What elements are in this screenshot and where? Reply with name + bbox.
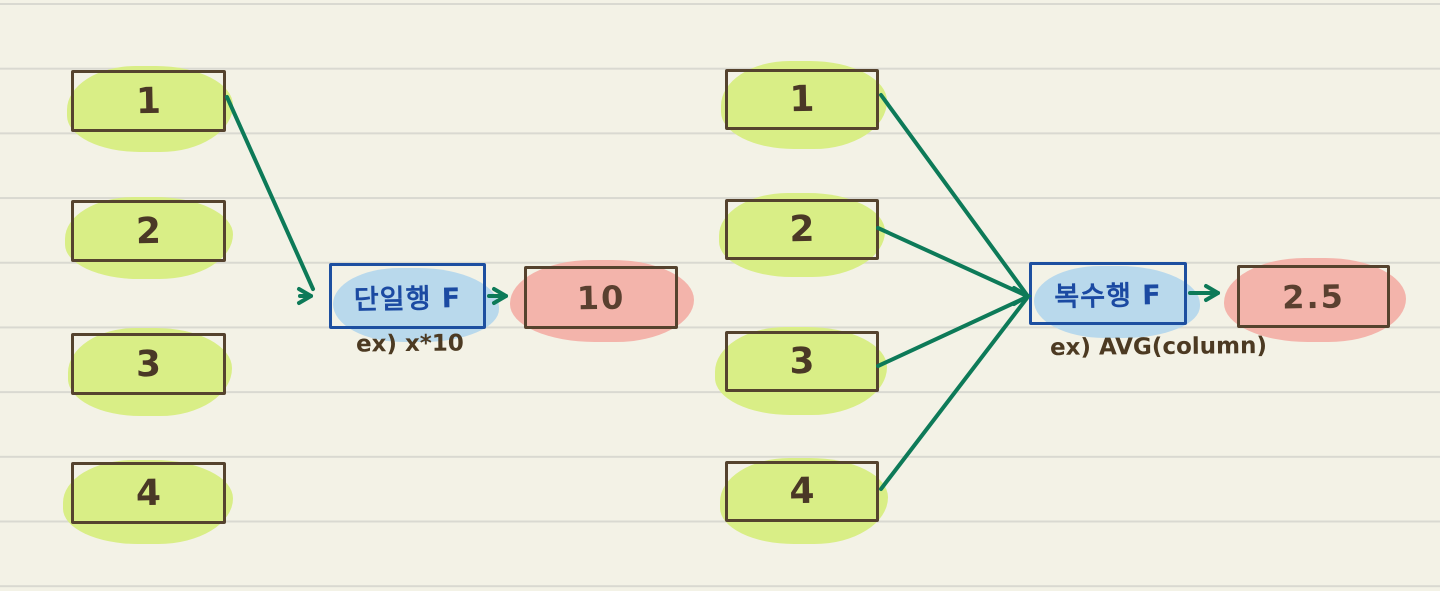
highlighter-blob (1034, 266, 1200, 338)
node-frame (524, 266, 678, 329)
node-value: 1 (789, 78, 815, 121)
right-input-node-1: 1 (721, 61, 887, 149)
left-input-node-2: 2 (65, 197, 233, 279)
node-frame (725, 461, 879, 522)
node-frame (1237, 265, 1390, 328)
output-value: 2.5 (1281, 276, 1346, 317)
node-frame (71, 333, 226, 395)
highlighter-blob (63, 460, 233, 544)
right-input-node-3: 3 (715, 327, 887, 415)
highlighter-blob (68, 328, 232, 416)
node-frame (725, 69, 879, 130)
node-value: 4 (135, 472, 162, 514)
right-input-node-2: 2 (719, 193, 885, 277)
node-value: 2 (135, 210, 162, 252)
node-value: 3 (135, 343, 162, 385)
multi-row-function-node: 복수행 F (1029, 262, 1200, 338)
right-input-node-4: 4 (720, 458, 888, 544)
node-value: 3 (789, 340, 815, 383)
highlighter-blob (719, 193, 885, 277)
highlighter-blob (715, 327, 887, 415)
left-input-node-3: 3 (68, 328, 232, 416)
node-value: 1 (135, 80, 162, 122)
node-frame (71, 200, 226, 262)
function-label: 단일행 F (353, 282, 462, 316)
node-value: 4 (789, 470, 815, 513)
function-label: 복수행 F (1054, 280, 1163, 313)
node-frame (71, 462, 226, 524)
single-row-example-label: ex) x*10 (355, 330, 464, 358)
highlighter-blob (65, 197, 233, 279)
highlighter-blob (1224, 258, 1406, 342)
highlighter-blob (67, 66, 233, 152)
node-frame (71, 70, 226, 132)
single-row-function-node: 단일행 F (329, 263, 499, 342)
highlighter-blob (721, 61, 887, 149)
left-input-node-1: 1 (67, 66, 233, 152)
multi-row-example-label: ex) AVG(column) (1049, 333, 1268, 361)
multi-row-output-node: 2.5 (1224, 258, 1406, 342)
highlighter-blob (720, 458, 888, 544)
left-input-node-4: 4 (63, 460, 233, 544)
node-frame (329, 263, 486, 329)
highlighter-blob (333, 268, 499, 342)
output-value: 10 (576, 278, 626, 317)
single-row-output-node: 10 (510, 260, 694, 342)
node-value: 2 (789, 208, 815, 251)
